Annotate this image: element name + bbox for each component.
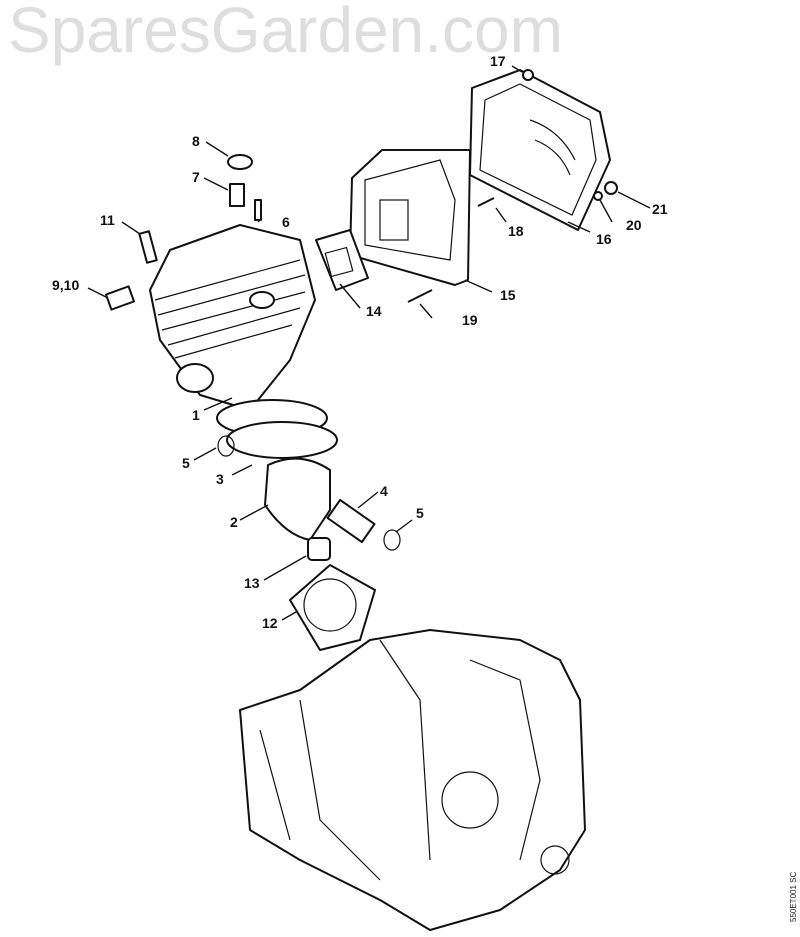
callout-14: 14 bbox=[366, 303, 382, 319]
plug-8-part[interactable] bbox=[227, 154, 253, 170]
callout-16: 16 bbox=[596, 231, 612, 247]
callout-5-left: 5 bbox=[182, 455, 190, 471]
washer-20-part[interactable] bbox=[593, 191, 603, 201]
screw-17-part[interactable] bbox=[522, 69, 534, 81]
callout-1: 1 bbox=[192, 407, 200, 423]
nut-21-part[interactable] bbox=[604, 181, 618, 195]
cylinder-gasket-part[interactable] bbox=[289, 564, 376, 651]
circlip-part[interactable] bbox=[383, 529, 401, 551]
callout-20: 20 bbox=[626, 217, 642, 233]
drawing-code: 550ET001 SC bbox=[789, 872, 798, 922]
callout-11: 11 bbox=[100, 212, 115, 228]
crankcase-part[interactable] bbox=[239, 629, 586, 931]
decompression-valve-part[interactable] bbox=[104, 285, 136, 311]
cylinder-part[interactable] bbox=[149, 224, 316, 411]
screw-18-part[interactable] bbox=[477, 197, 495, 207]
callout-19: 19 bbox=[462, 312, 478, 328]
callout-8: 8 bbox=[192, 133, 200, 149]
callout-4: 4 bbox=[380, 483, 388, 499]
callout-15: 15 bbox=[500, 287, 516, 303]
watermark: SparesGarden.com bbox=[8, 0, 563, 66]
needle-bearing-part[interactable] bbox=[307, 537, 331, 561]
callout-21: 21 bbox=[652, 201, 668, 217]
screw-19-part[interactable] bbox=[407, 289, 433, 303]
valve-7-part[interactable] bbox=[229, 183, 245, 207]
callout-7: 7 bbox=[192, 169, 200, 185]
callout-17: 17 bbox=[490, 53, 506, 69]
callout-9-10: 9,10 bbox=[52, 277, 79, 293]
callout-18: 18 bbox=[508, 223, 524, 239]
callout-3: 3 bbox=[216, 471, 224, 487]
piston-ring-part[interactable] bbox=[226, 421, 338, 459]
gasket-14-part[interactable] bbox=[315, 229, 369, 291]
muffler-part[interactable] bbox=[349, 149, 471, 286]
callout-12: 12 bbox=[262, 615, 278, 631]
callout-5-right: 5 bbox=[416, 505, 424, 521]
muffler-cover-part[interactable] bbox=[469, 69, 611, 231]
stud-6-part[interactable] bbox=[254, 199, 262, 221]
callout-13: 13 bbox=[244, 575, 260, 591]
circlip-part[interactable] bbox=[217, 435, 235, 457]
callout-6: 6 bbox=[282, 214, 290, 230]
piston-pin-part[interactable] bbox=[326, 498, 376, 544]
screw-11-part[interactable] bbox=[138, 230, 158, 264]
piston-part[interactable] bbox=[264, 457, 331, 541]
callout-2: 2 bbox=[230, 514, 238, 530]
